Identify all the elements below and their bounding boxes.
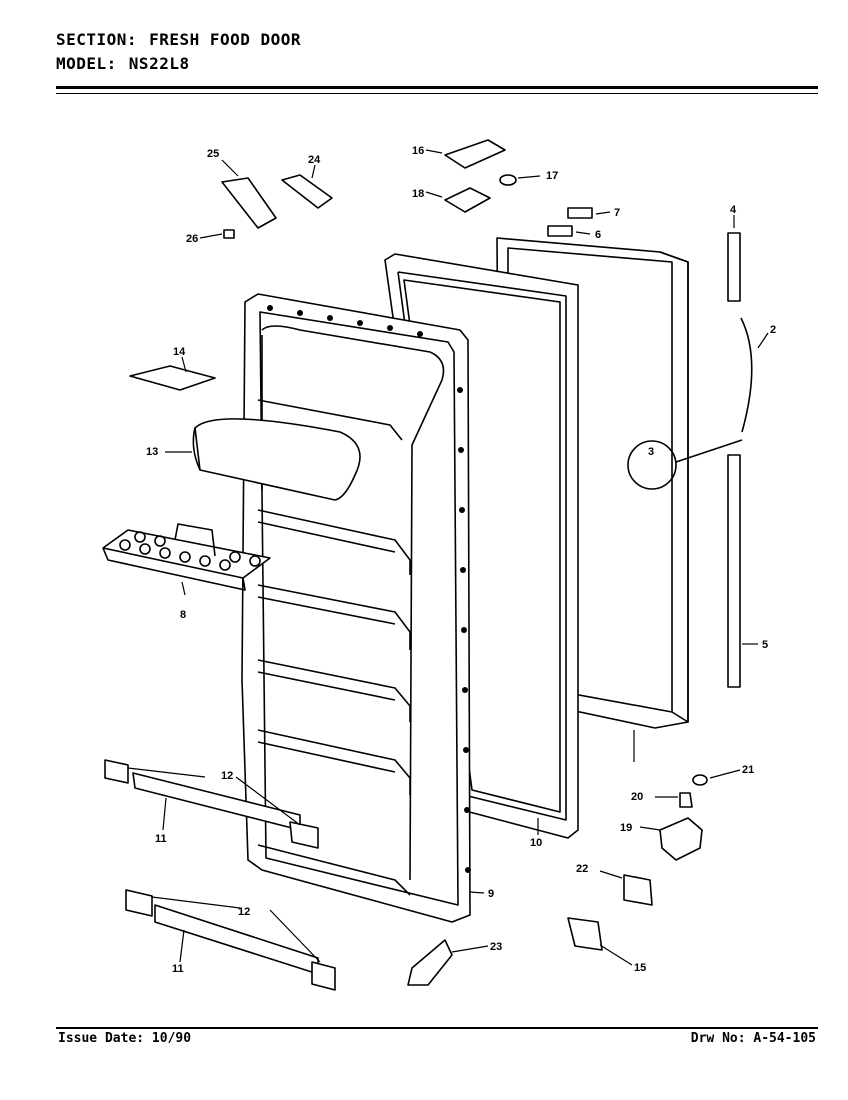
callout-20: 20 <box>631 791 643 803</box>
trim-4 <box>727 232 741 302</box>
part-25 <box>221 177 277 229</box>
header-rule-thick <box>56 86 818 89</box>
handle-screw-3-detail <box>627 440 677 490</box>
inner-door-liner <box>241 293 471 923</box>
callout-24: 24 <box>308 154 321 166</box>
bracket-15 <box>567 917 603 951</box>
bushing-20 <box>679 792 693 808</box>
section-label: SECTION: <box>56 30 138 49</box>
model-value: NS22L8 <box>128 54 190 73</box>
callout-3: 3 <box>648 446 654 458</box>
drawing-number: Drw No: A-54-105 <box>690 1031 816 1046</box>
callout-23: 23 <box>490 941 502 953</box>
dairy-door <box>192 418 361 501</box>
hinge-shim-18 <box>444 187 491 213</box>
callout-15: 15 <box>634 962 646 974</box>
callout-16: 16 <box>412 145 424 157</box>
egg-tray <box>102 523 271 591</box>
shelf-bar-lower <box>125 889 336 991</box>
washer-21 <box>692 774 708 786</box>
callout-17: 17 <box>546 170 558 182</box>
callout-8: 8 <box>180 609 186 621</box>
hinge-19 <box>659 817 703 861</box>
part-26 <box>223 229 235 239</box>
plug-6 <box>547 225 573 237</box>
hinge-bracket-16 <box>444 139 506 169</box>
section-value: FRESH FOOD DOOR <box>149 30 302 49</box>
callout-21: 21 <box>742 764 754 776</box>
callout-14: 14 <box>173 346 186 358</box>
callout-22: 22 <box>576 863 588 875</box>
callout-9: 9 <box>488 888 494 900</box>
washer-17 <box>499 174 517 186</box>
butter-tray <box>129 365 216 391</box>
callout-10: 10 <box>530 837 542 849</box>
section-line: SECTION: FRESH FOOD DOOR <box>56 30 301 49</box>
callout-2: 2 <box>770 324 776 336</box>
callout-12-lower: 12 <box>238 906 250 918</box>
bracket-22 <box>623 874 653 906</box>
callout-25: 25 <box>207 148 219 160</box>
callout-11-upper: 11 <box>155 833 167 845</box>
callout-6: 6 <box>595 229 601 241</box>
callout-4: 4 <box>730 204 737 216</box>
shelf-bar-upper <box>104 759 319 849</box>
footer-rule <box>56 1027 818 1029</box>
leader-lines <box>127 149 769 966</box>
model-label: MODEL: <box>56 54 117 73</box>
cord-2 <box>740 317 753 433</box>
issue-date: Issue Date: 10/90 <box>58 1031 192 1046</box>
detail-leader <box>675 439 743 463</box>
part-24 <box>281 174 333 209</box>
model-line: MODEL: NS22L8 <box>56 54 190 73</box>
callout-18: 18 <box>412 188 424 200</box>
callout-26: 26 <box>186 233 198 245</box>
header-rule-thin <box>56 93 818 94</box>
callout-11-lower: 11 <box>172 963 184 975</box>
callout-7: 7 <box>614 207 620 219</box>
cap-23 <box>407 939 453 986</box>
callout-13: 13 <box>146 446 158 458</box>
callout-19: 19 <box>620 822 632 834</box>
callout-5: 5 <box>762 639 768 651</box>
plug-7 <box>567 207 593 219</box>
callout-12-upper: 12 <box>221 770 233 782</box>
trim-5 <box>727 454 741 688</box>
